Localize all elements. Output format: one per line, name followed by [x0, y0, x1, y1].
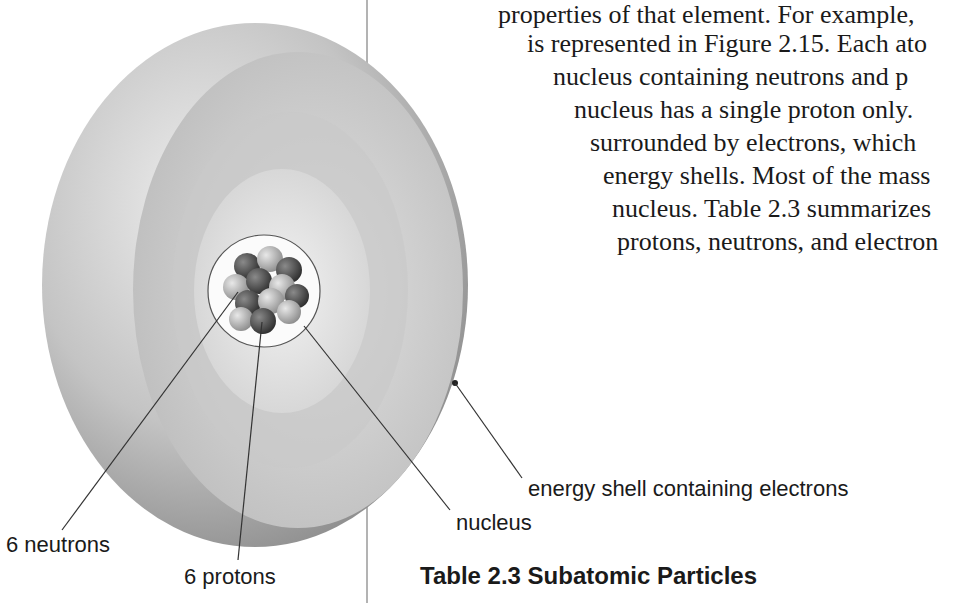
inner-shell — [172, 112, 408, 468]
paragraph-line: nucleus containing neutrons and p — [553, 62, 908, 92]
callout-label: 6 neutrons — [6, 532, 110, 557]
nucleus-outline — [208, 235, 320, 347]
paragraph-line: is represented in Figure 2.15. Each ato — [527, 29, 927, 59]
paragraph-line: energy shells. Most of the mass — [603, 161, 930, 191]
nucleus-particles — [223, 246, 309, 334]
paragraph-line: surrounded by electrons, which — [590, 128, 916, 158]
paragraph-line: nucleus. Table 2.3 summarizes — [612, 194, 931, 224]
table-heading: Table 2.3 Subatomic Particles — [420, 562, 757, 590]
callout-label: 6 protons — [184, 564, 276, 589]
callout-label: nucleus — [456, 510, 532, 535]
cut-face — [133, 52, 463, 528]
paragraph-line: protons, neutrons, and electron — [617, 227, 938, 257]
paragraph-line: properties of that element. For example, — [498, 0, 915, 30]
callout-label: energy shell containing electrons — [528, 476, 848, 501]
outer-shell — [42, 23, 468, 547]
leader-lines — [62, 292, 522, 560]
paragraph-line: nucleus has a single proton only. — [574, 95, 913, 125]
